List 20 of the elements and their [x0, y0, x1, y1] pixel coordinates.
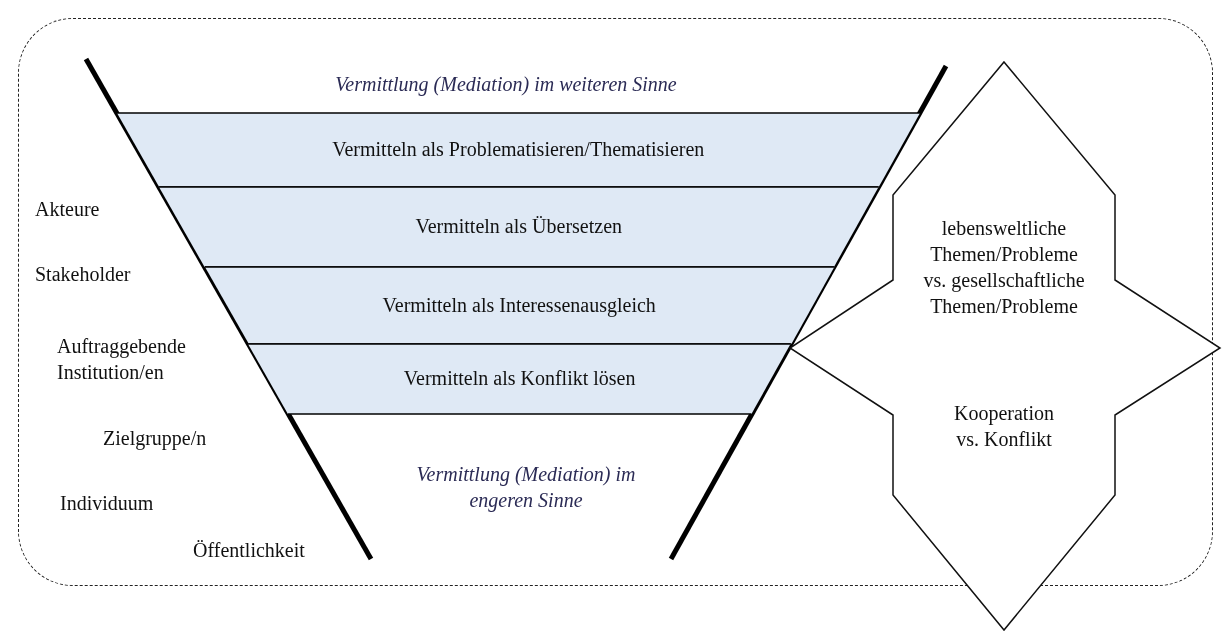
side-label: Stakeholder — [35, 262, 132, 287]
arrow-text: lebensweltliche Themen/Probleme vs. gesellschaftliche Themen/Probleme — [922, 216, 1086, 319]
side-label: Akteure — [35, 197, 101, 222]
side-label: Individuum — [60, 491, 155, 516]
funnel-band — [204, 267, 834, 344]
funnel-caption: Vermittlung (Mediation) im weiteren Sinne — [334, 72, 678, 97]
band-text: Vermitteln als Konflikt lösen — [402, 366, 637, 391]
side-label: Zielgruppe/n — [103, 426, 208, 451]
side-label: Auftraggebende Institution/en — [57, 334, 187, 385]
funnel-band — [158, 187, 879, 267]
funnel-band — [248, 344, 791, 414]
side-label: Öffentlichkeit — [193, 538, 306, 563]
arrow-text: Kooperation vs. Konflikt — [953, 401, 1055, 452]
four-way-arrow — [788, 60, 1222, 632]
funnel-band — [116, 113, 920, 187]
funnel-caption: Vermittlung (Mediation) im engeren Sinne — [415, 462, 637, 513]
band-text: Vermitteln als Übersetzen — [414, 214, 623, 239]
band-text: Vermitteln als Problematisieren/Thematisieren — [331, 137, 706, 162]
dashed-frame — [18, 18, 1213, 586]
band-text: Vermitteln als Interessenausgleich — [381, 292, 657, 318]
